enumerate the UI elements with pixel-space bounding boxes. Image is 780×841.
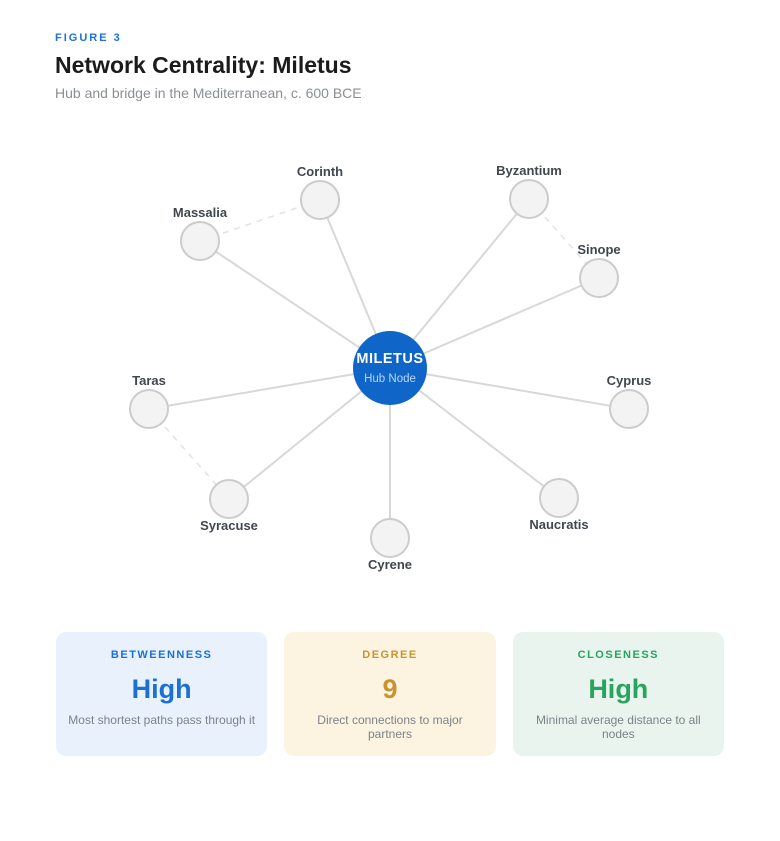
edge-miletus-taras: [148, 367, 391, 410]
node-syracuse: [209, 479, 249, 519]
node-label-massalia: Massalia: [173, 205, 228, 220]
edge-miletus-massalia: [199, 240, 391, 369]
stat-desc-betweenness: Most shortest paths pass through it: [68, 713, 256, 727]
node-massalia: [180, 221, 220, 261]
page-title: Network Centrality: Miletus: [55, 52, 352, 78]
stat-value-closeness: High: [588, 674, 649, 704]
node-byzantium: [509, 179, 549, 219]
hub-sublabel: Hub Node: [364, 373, 416, 385]
node-naucratis: [539, 478, 579, 518]
stat-desc-closeness: Minimal average distance to all nodes: [535, 713, 701, 741]
node-label-naucratis: Naucratis: [529, 517, 588, 532]
node-label-cyrene: Cyrene: [368, 557, 412, 572]
hub-node-miletus: [353, 331, 427, 405]
stat-label-betweenness: BETWEENNESS: [110, 649, 213, 661]
page-subtitle: Hub and bridge in the Mediterranean, c. …: [55, 85, 362, 101]
stat-card-degree: DEGREE 9 Direct connections to major par…: [284, 632, 496, 756]
stat-value-betweenness: High: [131, 674, 192, 704]
node-label-corinth: Corinth: [297, 164, 343, 179]
stat-label-degree: DEGREE: [362, 649, 418, 661]
stat-card-betweenness: BETWEENNESS High Most shortest paths pas…: [56, 632, 268, 756]
edge-miletus-cyprus: [389, 367, 630, 410]
node-sinope: [579, 258, 619, 298]
edge-taras-syracuse: [148, 408, 230, 500]
node-taras: [129, 389, 169, 429]
node-label-sinope: Sinope: [577, 242, 620, 257]
edge-massalia-corinth: [199, 199, 321, 242]
hub-label: MILETUS: [356, 351, 423, 367]
node-corinth: [300, 180, 340, 220]
figure-header: FIGURE 3 Network Centrality: Miletus Hub…: [0, 0, 780, 102]
node-cyprus: [609, 389, 649, 429]
node-cyrene: [370, 518, 410, 558]
figure-label: FIGURE 3: [55, 32, 122, 44]
node-label-byzantium: Byzantium: [496, 163, 562, 178]
stat-value-degree: 9: [382, 674, 398, 704]
stat-desc-degree: Direct connections to major partners: [317, 713, 463, 741]
node-label-syracuse: Syracuse: [200, 518, 258, 533]
edge-miletus-sinope: [389, 277, 600, 369]
stat-label-closeness: CLOSENESS: [577, 649, 659, 661]
stat-card-closeness: CLOSENESS High Minimal average distance …: [512, 632, 724, 756]
node-label-taras: Taras: [132, 373, 166, 388]
node-label-cyprus: Cyprus: [607, 373, 652, 388]
stats-row: BETWEENNESS High Most shortest paths pas…: [56, 632, 724, 756]
